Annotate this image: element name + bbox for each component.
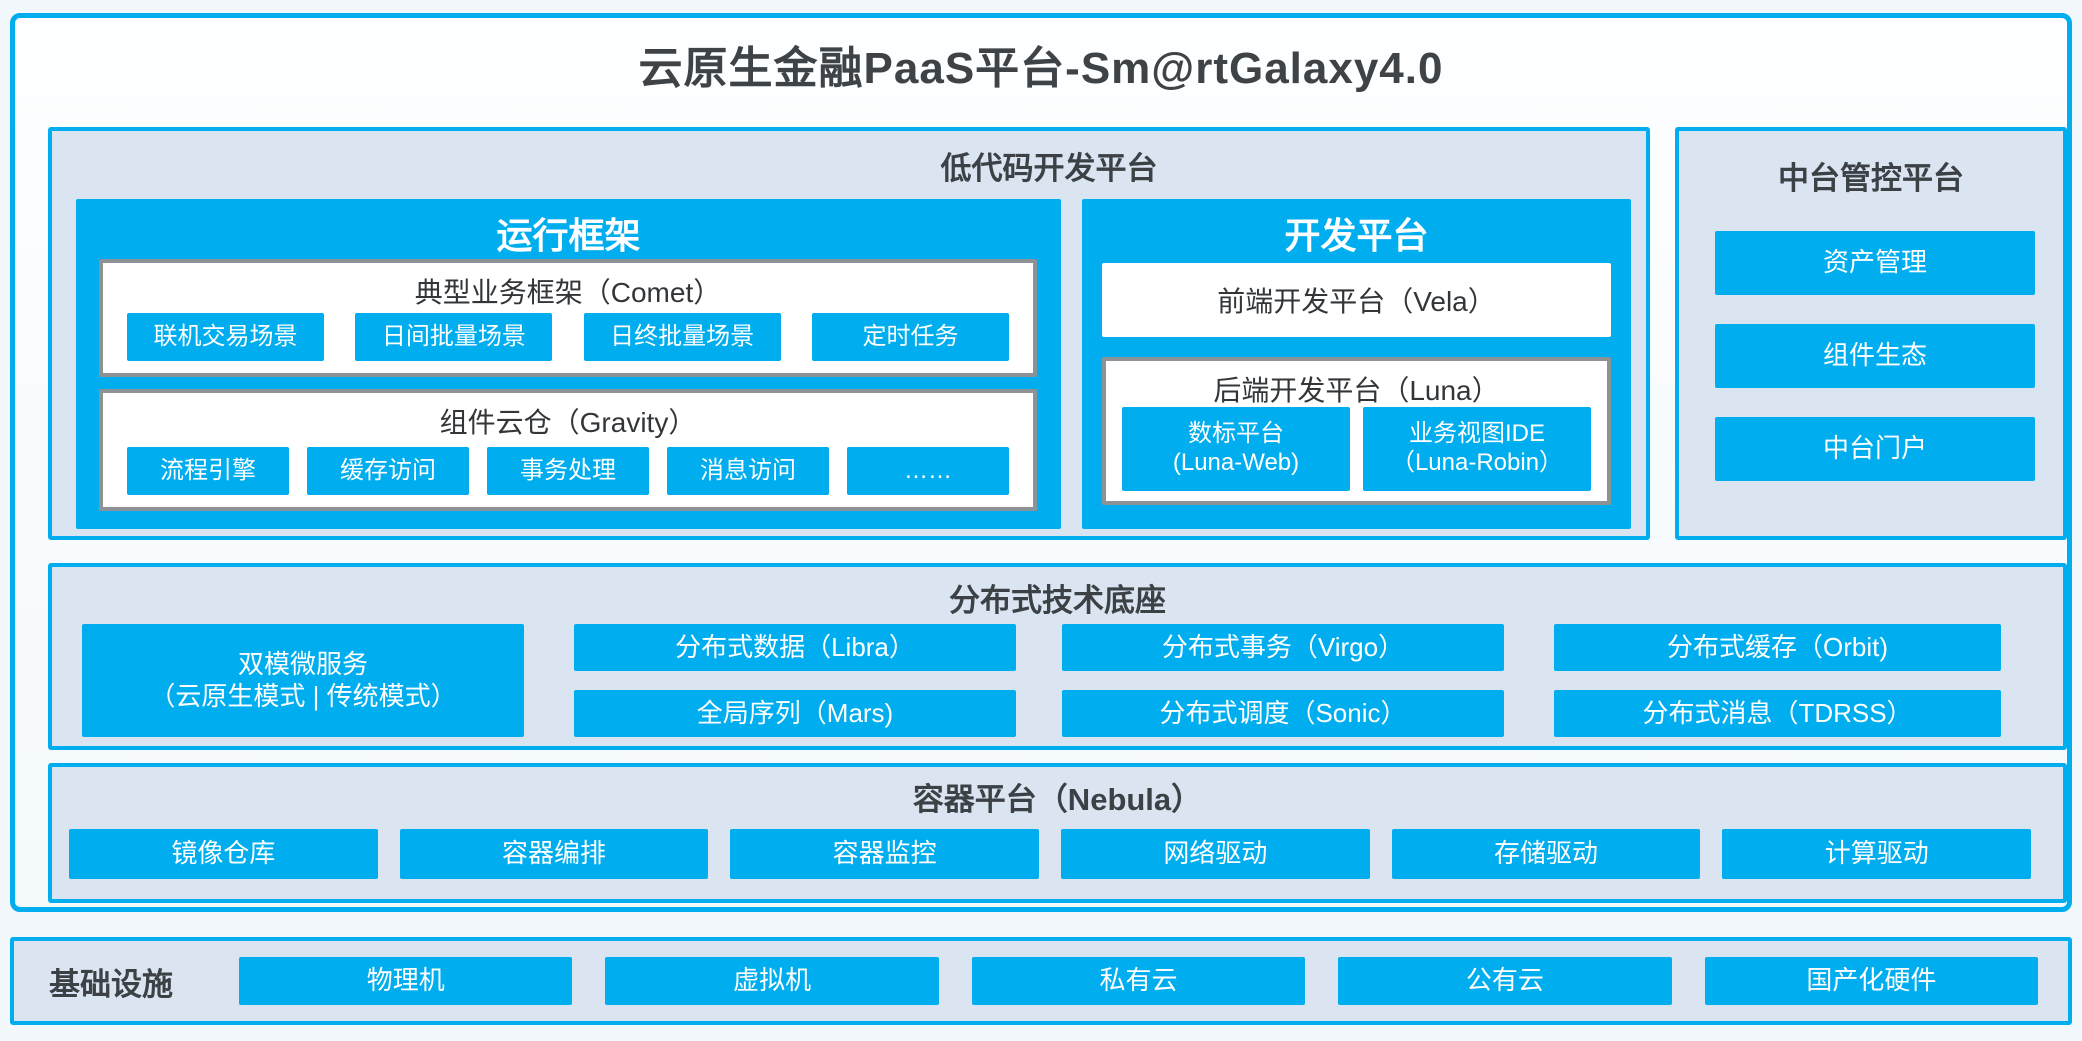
luna-web-line1: 数标平台 <box>1188 420 1284 448</box>
container-platform-panel: 容器平台（Nebula） 镜像仓库 容器编排 容器监控 网络驱动 存储驱动 计算… <box>48 763 2067 903</box>
infrastructure-items-row: 物理机 虚拟机 私有云 公有云 国产化硬件 <box>239 957 2039 1005</box>
luna-box: 后端开发平台（Luna） 数标平台 (Luna-Web) 业务视图IDE （Lu… <box>1102 357 1611 505</box>
block-label: 网络驱动 <box>1061 829 1370 879</box>
block-label: 存储驱动 <box>1391 829 1701 879</box>
distributed-base-title: 分布式技术底座 <box>949 583 1166 618</box>
container-items-row: 镜像仓库 容器编排 容器监控 网络驱动 存储驱动 计算驱动 <box>69 829 2032 879</box>
gravity-title: 组件云仓（Gravity） <box>439 407 697 438</box>
block-label: 缓存访问 <box>307 447 469 495</box>
luna-robin-line2: （Luna-Robin） <box>1390 449 1564 476</box>
block-label: 业务视图IDE （Luna-Robin） <box>1363 407 1591 491</box>
block-label: 分布式缓存（Orbit) <box>1554 624 2001 671</box>
block-label: 物理机 <box>239 957 573 1005</box>
block-label: 分布式消息（TDRSS） <box>1554 690 2001 737</box>
midplatform-panel: 中台管控平台 资产管理 组件生态 中台门户 <box>1675 127 2067 540</box>
block-label: 联机交易场景 <box>127 313 324 361</box>
block-label: 镜像仓库 <box>69 829 378 879</box>
block-label: 容器监控 <box>730 829 1040 879</box>
block-label: 国产化硬件 <box>1704 957 2039 1005</box>
dual-line2: （云原生模式 | 传统模式） <box>149 680 457 711</box>
runtime-framework-panel: 运行框架 典型业务框架（Comet） 联机交易场景 日间批量场景 日终批量场景 … <box>76 199 1061 529</box>
block-label: 事务处理 <box>487 447 649 495</box>
block-label: 计算驱动 <box>1722 829 2032 879</box>
main-container: 云原生金融PaaS平台-Sm@rtGalaxy4.0 低代码开发平台 运行框架 … <box>10 13 2072 912</box>
midplatform-title: 中台管控平台 <box>1778 161 1964 196</box>
comet-title: 典型业务框架（Comet） <box>414 277 722 308</box>
block-label: 分布式数据（Libra） <box>574 624 1016 671</box>
page-title: 云原生金融PaaS平台-Sm@rtGalaxy4.0 <box>638 44 1444 93</box>
block-label: 公有云 <box>1338 957 1672 1005</box>
infrastructure-panel: 基础设施 物理机 虚拟机 私有云 公有云 国产化硬件 <box>10 937 2072 1025</box>
comet-box: 典型业务框架（Comet） 联机交易场景 日间批量场景 日终批量场景 定时任务 <box>99 259 1037 377</box>
luna-title: 后端开发平台（Luna） <box>1213 375 1500 406</box>
runtime-framework-title: 运行框架 <box>496 215 641 256</box>
gravity-box: 组件云仓（Gravity） 流程引擎 缓存访问 事务处理 消息访问 …… <box>99 389 1037 511</box>
block-label: 定时任务 <box>811 313 1009 361</box>
block-label: 资产管理 <box>1715 231 2035 295</box>
container-platform-title: 容器平台（Nebula） <box>912 782 1203 817</box>
lowcode-platform-title: 低代码开发平台 <box>940 151 1158 186</box>
luna-robin-line1: 业务视图IDE <box>1408 420 1545 448</box>
block-label: 容器编排 <box>399 829 709 879</box>
vela-title: 前端开发平台（Vela） <box>1217 286 1496 317</box>
block-label: 私有云 <box>971 957 1306 1005</box>
dev-platform-panel: 开发平台 前端开发平台（Vela） 后端开发平台（Luna） 数标平台 (Lun… <box>1082 199 1631 529</box>
block-label: 组件生态 <box>1715 324 2035 388</box>
infrastructure-title: 基础设施 <box>49 966 173 1002</box>
dev-platform-title: 开发平台 <box>1284 215 1429 256</box>
block-label: 流程引擎 <box>127 447 289 495</box>
block-label: 日终批量场景 <box>583 313 781 361</box>
comet-items-row: 联机交易场景 日间批量场景 日终批量场景 定时任务 <box>127 313 1009 361</box>
block-label: 数标平台 (Luna-Web) <box>1122 407 1350 491</box>
distributed-base-panel: 分布式技术底座 双模微服务 （云原生模式 | 传统模式） 分布式数据（Libra… <box>48 563 2067 750</box>
block-label: 日间批量场景 <box>355 313 553 361</box>
luna-web-line2: (Luna-Web) <box>1172 449 1300 476</box>
vela-box: 前端开发平台（Vela） <box>1102 263 1611 337</box>
block-label: 全局序列（Mars) <box>574 690 1016 737</box>
block-label: 分布式调度（Sonic） <box>1062 690 1504 737</box>
block-label: …… <box>847 447 1009 495</box>
dual-line1: 双模微服务 <box>237 649 368 680</box>
dual-microservice-block: 双模微服务 （云原生模式 | 传统模式） <box>82 624 524 737</box>
block-label: 中台门户 <box>1715 417 2035 481</box>
lowcode-platform-panel: 低代码开发平台 运行框架 典型业务框架（Comet） 联机交易场景 日间批量场景… <box>48 127 1650 540</box>
block-label: 分布式事务（Virgo） <box>1062 624 1504 671</box>
block-label: 消息访问 <box>667 447 829 495</box>
gravity-items-row: 流程引擎 缓存访问 事务处理 消息访问 …… <box>127 447 1009 495</box>
luna-items-row: 数标平台 (Luna-Web) 业务视图IDE （Luna-Robin） <box>1122 407 1591 491</box>
block-label: 虚拟机 <box>605 957 939 1005</box>
